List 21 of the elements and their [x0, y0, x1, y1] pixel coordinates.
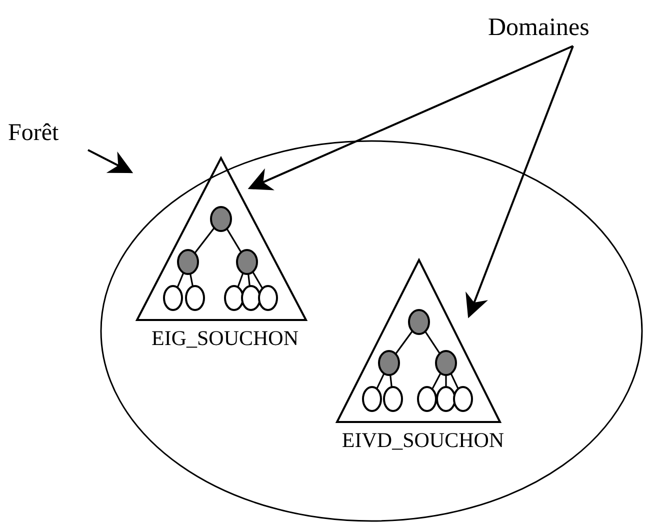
- tree-line: [424, 330, 440, 354]
- tree-line: [431, 372, 442, 390]
- tree-line: [390, 374, 392, 388]
- tree-line: [248, 274, 250, 286]
- tree-line: [376, 373, 385, 390]
- tree-line: [450, 373, 459, 390]
- tree-line: [445, 375, 447, 387]
- arrow: [466, 46, 574, 318]
- tree-line: [226, 228, 242, 253]
- arrow: [88, 149, 134, 174]
- callout-text: Domaines: [488, 12, 660, 44]
- callout-text: Forêt: [8, 118, 94, 148]
- domain-name: EIVD_SOUCHON: [342, 430, 504, 451]
- tree-line: [189, 274, 194, 287]
- tree-line: [237, 272, 244, 288]
- tree-line: [176, 272, 184, 288]
- tree-line: [252, 271, 264, 289]
- domain-name: EIG_SOUCHON: [152, 328, 298, 349]
- arrow: [248, 45, 574, 190]
- tree-line: [394, 330, 414, 354]
- tree-line: [194, 227, 215, 254]
